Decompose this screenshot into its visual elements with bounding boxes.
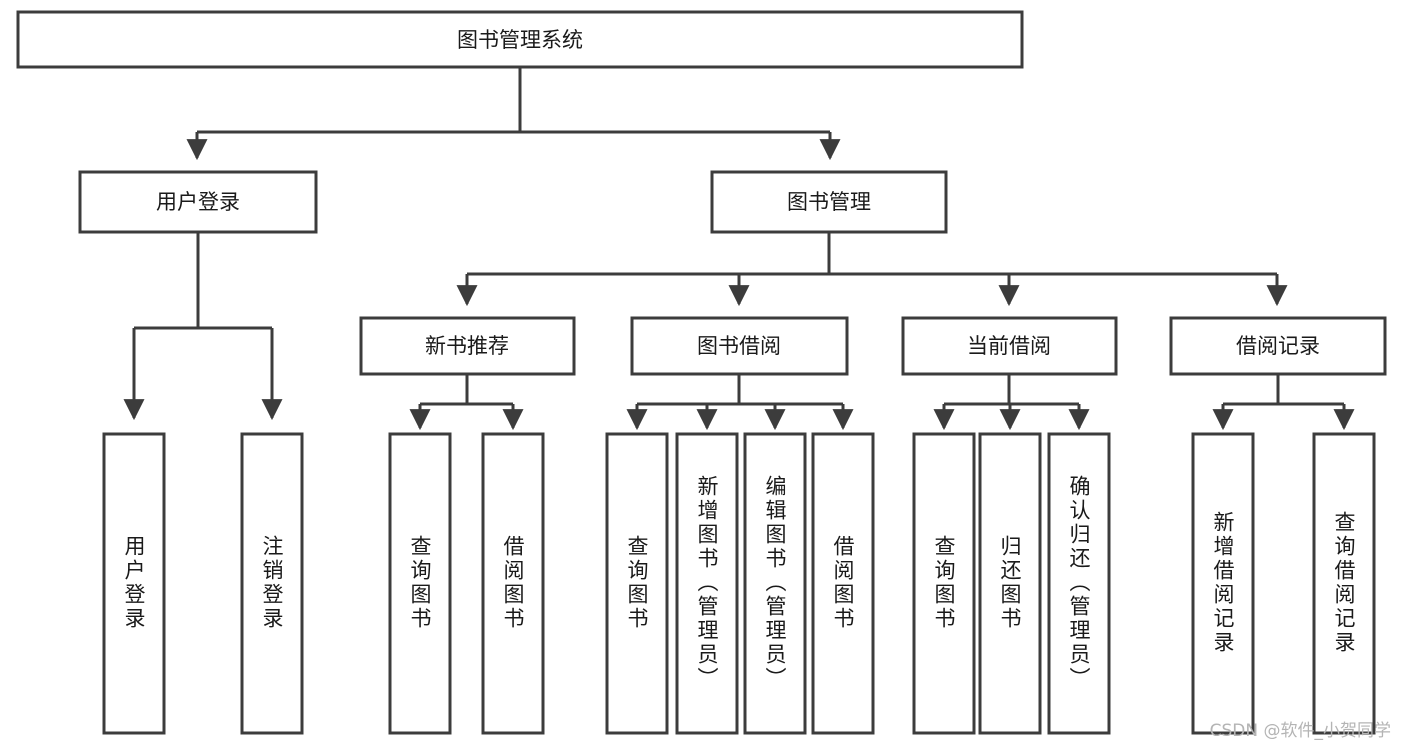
leaf-add-borrow-record-label: 新增借阅记录	[1211, 511, 1235, 655]
node-new-book-recommend[interactable]: 新书推荐	[359, 316, 576, 376]
node-current-borrow-box[interactable]	[901, 316, 1118, 376]
leaf-return-book-box[interactable]	[978, 432, 1042, 735]
leaf-edit-book-admin-box[interactable]	[743, 432, 807, 735]
node-user-login-box[interactable]	[78, 170, 318, 234]
node-root-box[interactable]	[16, 10, 1024, 69]
node-user-login[interactable]: 用户登录	[78, 170, 318, 234]
leaf-edit-book-admin-label: 编辑图书（管理员）	[763, 475, 787, 691]
leaf-query-book-recommend-box[interactable]	[388, 432, 452, 735]
leaf-query-book-recommend-label: 查询图书	[408, 535, 432, 631]
node-borrow-record-label: 借阅记录	[1236, 334, 1320, 358]
leaf-query-book-current[interactable]: 查询图书	[912, 432, 976, 735]
node-user-login-label: 用户登录	[156, 190, 240, 214]
leaf-add-book-admin-box[interactable]	[675, 432, 739, 735]
leaf-borrow-book-recommend[interactable]: 借阅图书	[481, 432, 545, 735]
leaf-query-book-recommend[interactable]: 查询图书	[388, 432, 452, 735]
leaf-borrow-book-recommend-label: 借阅图书	[501, 535, 525, 631]
node-borrow-record[interactable]: 借阅记录	[1169, 316, 1387, 376]
leaf-add-book-admin-label: 新增图书（管理员）	[695, 475, 719, 691]
leaf-edit-book-admin[interactable]: 编辑图书（管理员）	[743, 432, 807, 735]
connector-book-management-to-level3	[456, 232, 1288, 307]
leaf-query-borrow-record-box[interactable]	[1312, 432, 1376, 735]
leaf-add-book-admin[interactable]: 新增图书（管理员）	[675, 432, 739, 735]
leaf-add-borrow-record-box[interactable]	[1191, 432, 1255, 735]
leaf-query-book-borrow-label: 查询图书	[625, 535, 649, 631]
leaf-borrow-book-box[interactable]	[811, 432, 875, 735]
leaf-query-book-current-label: 查询图书	[932, 535, 956, 631]
node-book-management[interactable]: 图书管理	[710, 170, 948, 234]
leaf-confirm-return-admin-label: 确认归还（管理员）	[1067, 475, 1091, 691]
leaf-query-book-borrow[interactable]: 查询图书	[605, 432, 669, 735]
connector-root-to-level2	[186, 67, 841, 161]
connector-current-borrow-to-leaves	[933, 374, 1090, 431]
leaf-add-borrow-record[interactable]: 新增借阅记录	[1191, 432, 1255, 735]
leaf-query-book-borrow-box[interactable]	[605, 432, 669, 735]
connector-new-book-recommend-to-leaves	[409, 374, 524, 431]
leaf-query-borrow-record[interactable]: 查询借阅记录	[1312, 432, 1376, 735]
node-current-borrow-label: 当前借阅	[967, 334, 1051, 358]
node-new-book-recommend-label: 新书推荐	[425, 334, 509, 358]
node-root-label: 图书管理系统	[457, 28, 583, 52]
leaf-user-login-box[interactable]	[102, 432, 166, 735]
leaf-borrow-book[interactable]: 借阅图书	[811, 432, 875, 735]
leaf-borrow-book-recommend-box[interactable]	[481, 432, 545, 735]
leaf-logout-label: 注销登录	[260, 535, 284, 631]
connector-book-borrow-to-leaves	[626, 374, 854, 431]
connector-user-login-to-leaves	[123, 232, 283, 421]
leaf-confirm-return-admin[interactable]: 确认归还（管理员）	[1047, 432, 1111, 735]
leaf-query-borrow-record-label: 查询借阅记录	[1332, 511, 1356, 655]
node-book-management-label: 图书管理	[787, 190, 871, 214]
connector-borrow-record-to-leaves	[1212, 374, 1355, 431]
node-book-borrow-label: 图书借阅	[697, 334, 781, 358]
node-book-borrow[interactable]: 图书借阅	[630, 316, 849, 376]
leaf-query-book-current-box[interactable]	[912, 432, 976, 735]
leaf-logout-box[interactable]	[240, 432, 304, 735]
node-root[interactable]: 图书管理系统	[16, 10, 1024, 69]
node-current-borrow[interactable]: 当前借阅	[901, 316, 1118, 376]
leaf-return-book[interactable]: 归还图书	[978, 432, 1042, 735]
leaf-confirm-return-admin-box[interactable]	[1047, 432, 1111, 735]
node-new-book-recommend-box[interactable]	[359, 316, 576, 376]
leaf-return-book-label: 归还图书	[998, 535, 1022, 631]
leaf-user-login-label: 用户登录	[122, 535, 146, 631]
leaf-borrow-book-label: 借阅图书	[831, 535, 855, 631]
leaf-user-login[interactable]: 用户登录	[102, 432, 166, 735]
leaf-logout[interactable]: 注销登录	[240, 432, 304, 735]
